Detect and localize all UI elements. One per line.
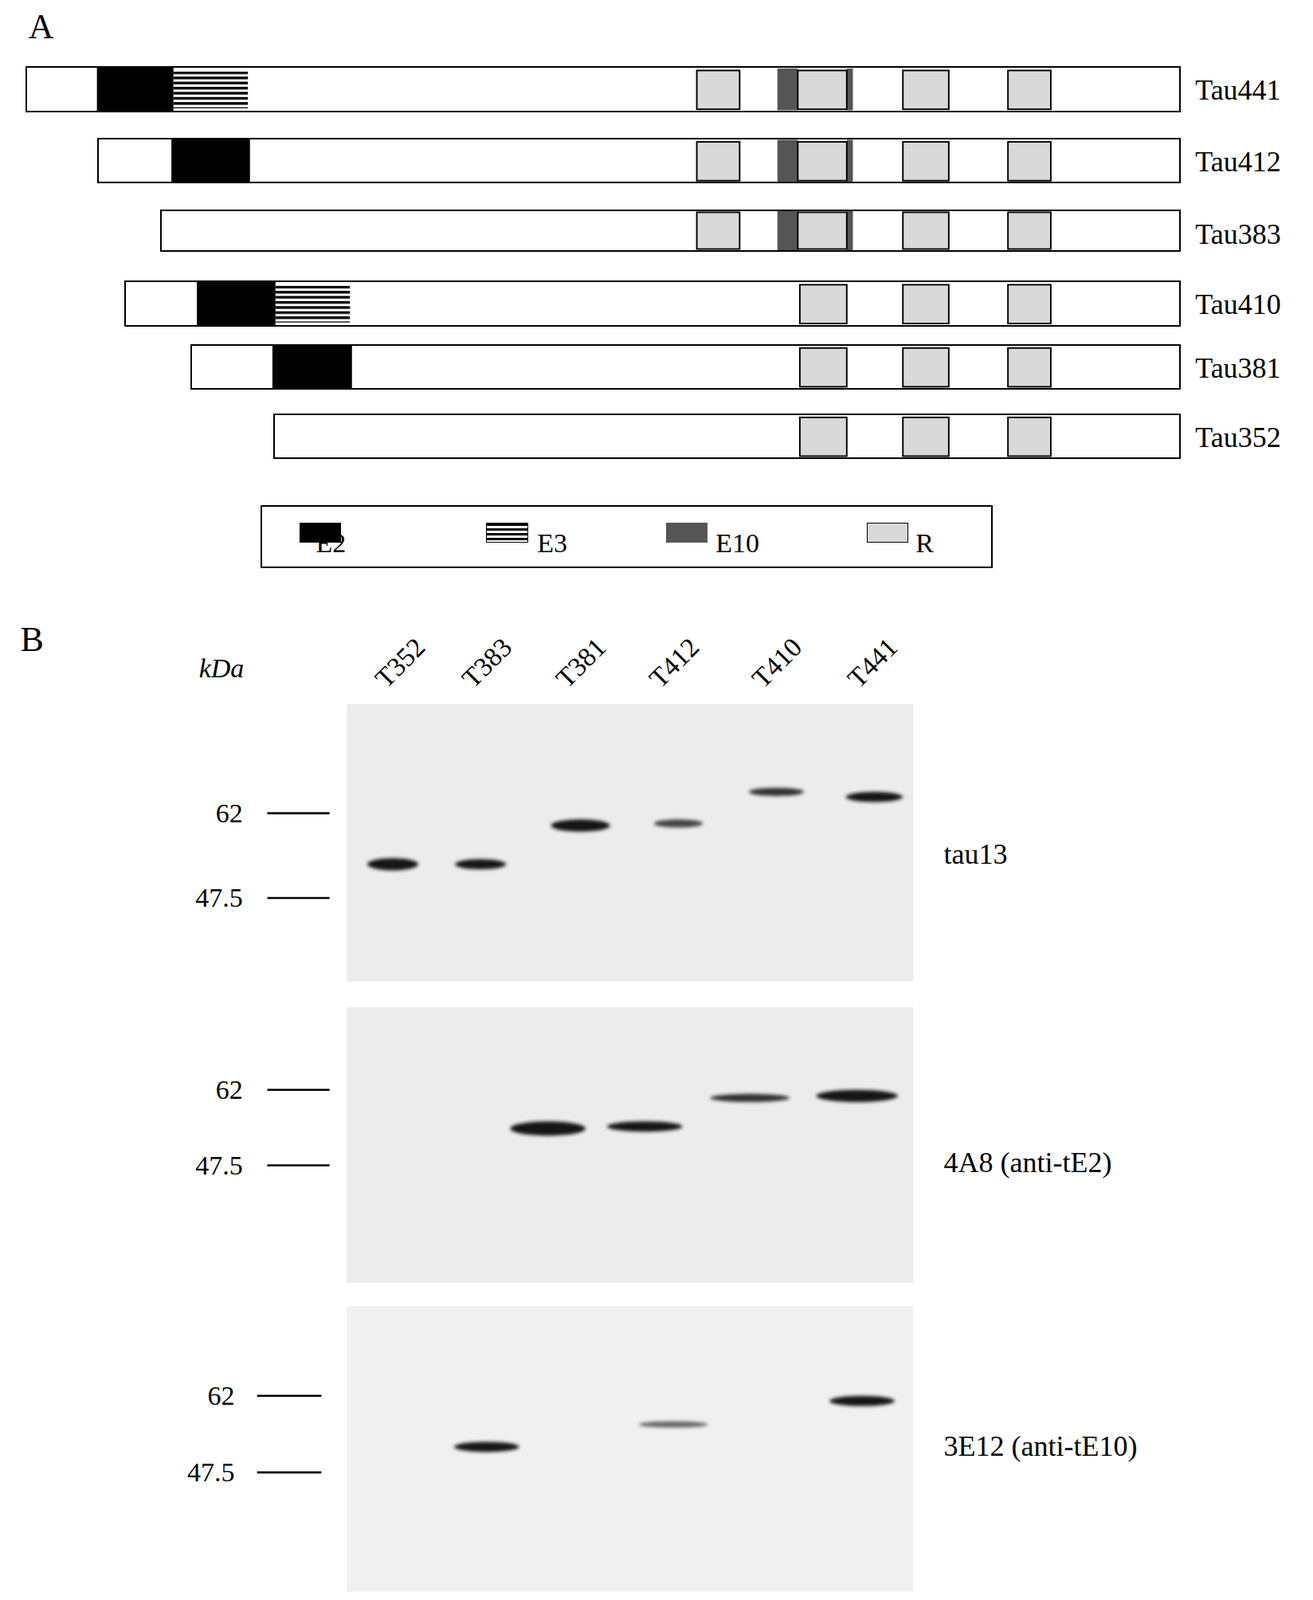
marker-ticks	[257, 813, 330, 1473]
isoform-name: Tau352	[1195, 422, 1281, 455]
antibody-label: 4A8 (anti-tE2)	[943, 1147, 1112, 1180]
isoform-bar: Tau410	[124, 280, 1180, 327]
unit-label: kDa	[199, 653, 245, 683]
isoform-bar: Tau441	[25, 66, 1181, 113]
panel-letter: A	[28, 7, 55, 47]
blot-membranes	[346, 704, 914, 1592]
isoform-name: Tau383	[1195, 219, 1281, 251]
lane-label: T383	[456, 632, 518, 694]
isoform-name: Tau410	[1195, 289, 1281, 322]
lane-label: T352	[369, 632, 432, 694]
legend-text: E3	[536, 528, 568, 558]
legend-swatch	[486, 522, 529, 542]
isoform-name: Tau412	[1195, 146, 1281, 179]
isoform-segments	[97, 67, 1051, 457]
panel-letter: B	[20, 620, 44, 659]
isoform-bar: Tau412	[97, 137, 1181, 185]
lane-label: T412	[642, 632, 705, 694]
blot-panel: 3E12 (anti-tE10)	[346, 1305, 914, 1592]
legend-swatch	[666, 522, 709, 542]
lane-label: T441	[842, 632, 904, 694]
legend-swatch	[866, 522, 910, 542]
isoform-bar: Tau383	[160, 209, 1180, 253]
marker-size: 62	[215, 1074, 244, 1105]
marker-size: 47.5	[195, 882, 244, 913]
legend-box: E2 E3 E10 R	[260, 505, 993, 569]
isoform-name: Tau381	[1195, 352, 1281, 385]
marker-size: 47.5	[187, 1457, 236, 1487]
isoform-bar: Tau352	[273, 413, 1180, 460]
legend-text: E10	[715, 528, 760, 558]
marker-size: 47.5	[195, 1150, 244, 1180]
blot-panel: 4A8 (anti-tE2)	[346, 1007, 914, 1283]
blot-panel: tau13	[346, 704, 914, 982]
antibody-label: 3E12 (anti-tE10)	[943, 1430, 1137, 1463]
blot-bands	[367, 787, 903, 1453]
marker-size: 62	[215, 798, 244, 828]
isoform-bar: Tau381	[190, 344, 1180, 391]
legend-text: E2	[315, 528, 346, 558]
marker-size: 62	[207, 1380, 236, 1411]
legend-text: R	[915, 528, 934, 558]
antibody-label: tau13	[943, 838, 1008, 871]
lane-label: T381	[550, 632, 612, 694]
isoform-name: Tau441	[1195, 74, 1281, 107]
lane-label: T410	[745, 632, 808, 694]
